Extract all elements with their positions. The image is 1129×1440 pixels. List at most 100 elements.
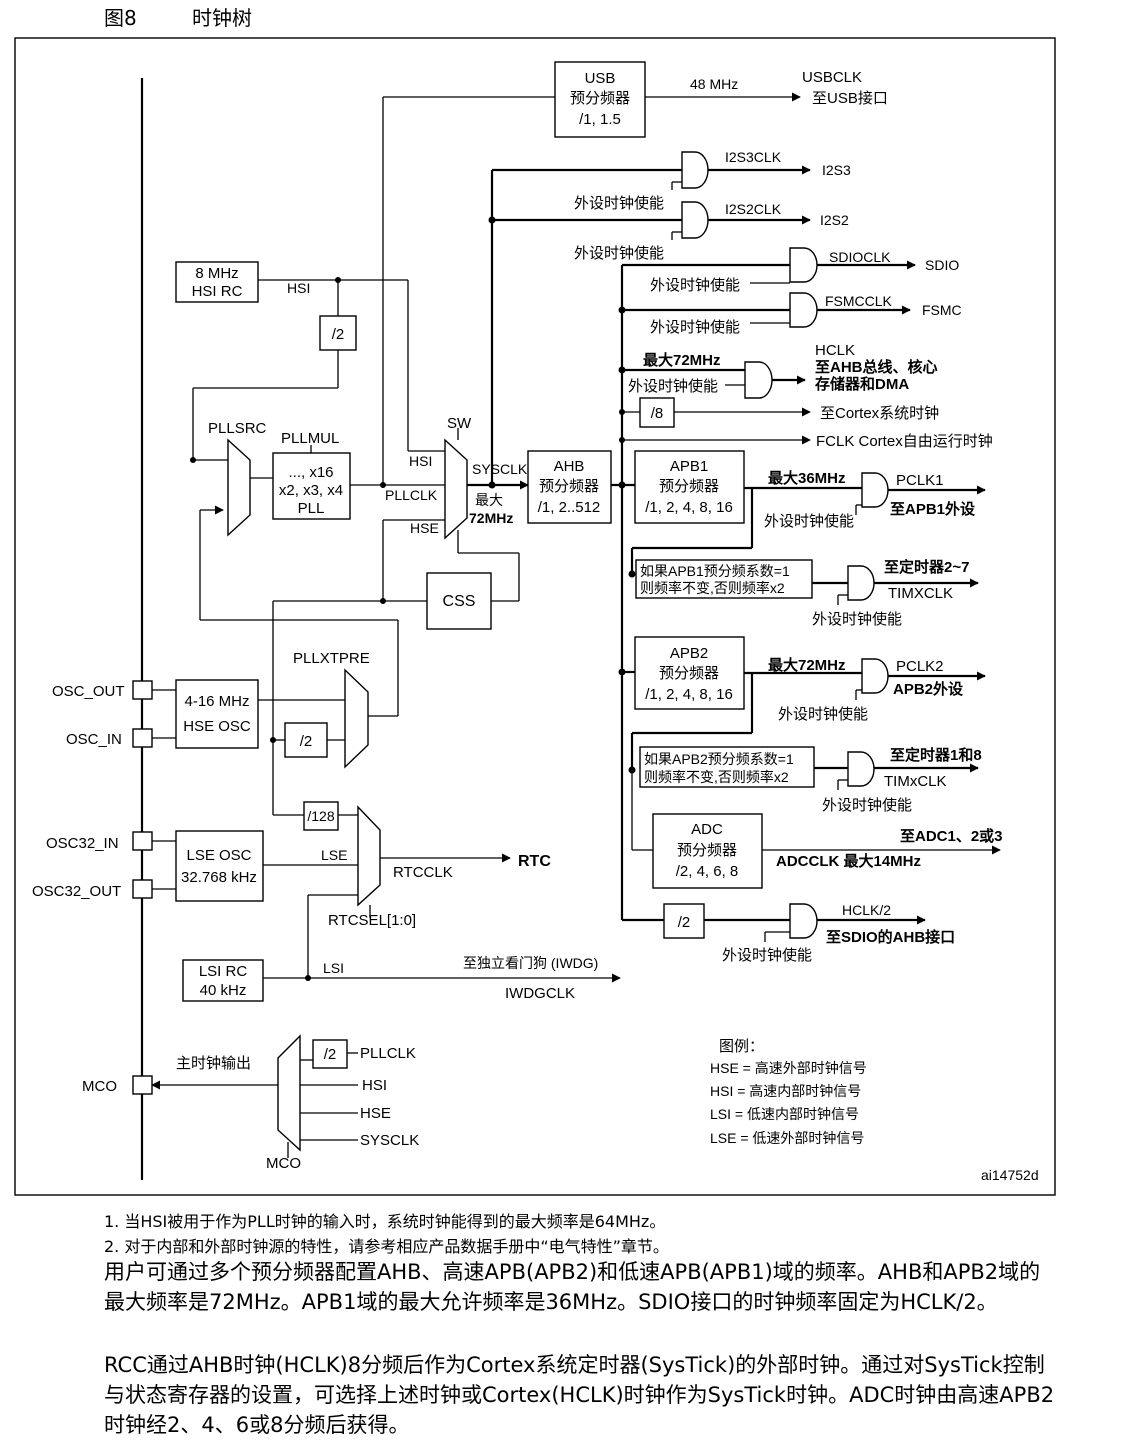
svg-text:HSI: HSI [362,1077,387,1094]
lsi-rc-block: LSI RC 40 kHz LSI 至独立看门狗 (IWDG) IWDGCLK [182,955,598,1002]
svg-text:/2: /2 [300,733,313,750]
svg-text:ADC: ADC [691,821,723,838]
svg-text:FSMCCLK: FSMCCLK [825,293,893,309]
figure-caption: 图8 时钟树 [104,2,252,31]
svg-text:PLLMUL: PLLMUL [281,430,339,447]
and-gates [681,151,889,939]
svg-text:USB: USB [585,70,616,87]
svg-text:OSC32_OUT: OSC32_OUT [32,883,121,900]
svg-text:LSI: LSI [323,960,344,976]
svg-text:外设时钟使能: 外设时钟使能 [628,378,718,395]
svg-text:/1, 2..512: /1, 2..512 [538,499,601,516]
svg-text:/2, 4, 6, 8: /2, 4, 6, 8 [676,863,739,880]
figure-frame [14,37,1056,1196]
figure-title: 时钟树 [192,6,252,30]
svg-text:HCLK: HCLK [815,342,855,359]
css-block: CSS [426,572,492,630]
svg-text:则频率不变,否则频率x2: 则频率不变,否则频率x2 [644,769,789,785]
svg-text:/8: /8 [651,405,664,422]
svg-text:OSC32_IN: OSC32_IN [46,835,119,852]
svg-text:如果APB1预分频系数=1: 如果APB1预分频系数=1 [640,563,790,579]
svg-text:至定时器2~7: 至定时器2~7 [884,558,969,576]
svg-text:HSE: HSE [410,520,439,536]
svg-text:外设时钟使能: 外设时钟使能 [650,277,740,294]
svg-text:RTCCLK: RTCCLK [393,864,453,881]
body-paragraph-2: RCC通过AHB时钟(HCLK)8分频后作为Cortex系统定时器(SysTic… [104,1353,1055,1437]
svg-text:如果APB2预分频系数=1: 如果APB2预分频系数=1 [644,751,794,767]
svg-text:RTC: RTC [518,853,551,870]
svg-text:至USB接口: 至USB接口 [812,90,888,107]
pll-block: ..., x16 x2, x3, x4 PLL PLLMUL [272,430,351,520]
svg-text:4-16 MHz: 4-16 MHz [184,693,249,710]
svg-text:最大: 最大 [475,492,503,508]
svg-text:TIMXCLK: TIMXCLK [888,585,953,602]
svg-text:/1, 2, 4, 8, 16: /1, 2, 4, 8, 16 [645,499,733,516]
wires [151,92,1001,1158]
svg-text:AHB: AHB [554,458,585,475]
figure-number: 图8 [104,6,137,30]
svg-text:LSE = 低速外部时钟信号: LSE = 低速外部时钟信号 [710,1130,864,1146]
hsi-rc-block: 8 MHz HSI RC [175,261,259,303]
svg-text:I2S2CLK: I2S2CLK [725,201,782,217]
svg-text:外设时钟使能: 外设时钟使能 [778,706,868,723]
svg-text:SYSCLK: SYSCLK [472,461,528,477]
svg-text:I2S2: I2S2 [820,212,849,228]
apb2-timer-note: 如果APB2预分频系数=1 则频率不变,否则频率x2 [639,746,815,788]
svg-text:HSE = 高速外部时钟信号: HSE = 高速外部时钟信号 [710,1060,867,1076]
svg-text:FSMC: FSMC [922,302,962,318]
svg-text:外设时钟使能: 外设时钟使能 [650,319,740,336]
svg-text:外设时钟使能: 外设时钟使能 [812,611,902,628]
svg-text:48 MHz: 48 MHz [690,76,738,92]
svg-text:HCLK/2: HCLK/2 [842,902,891,918]
svg-text:OSC_IN: OSC_IN [66,731,122,748]
sw-mux: SW HSI PLLCLK HSE SYSCLK 最大 72MHz [385,415,528,540]
apb1-timer-note: 如果APB1预分频系数=1 则频率不变,否则频率x2 [635,559,813,599]
junction-dots [190,216,636,981]
footnote-1: 1. 当HSI被用于作为PLL时钟的输入时，系统时钟能得到的最大频率是64MHz… [104,1212,666,1231]
hclk-div2-block: /2 [663,903,705,939]
ahb-prescaler-block: AHB 预分频器 /1, 2..512 [527,450,612,524]
svg-text:I2S3CLK: I2S3CLK [725,149,782,165]
svg-text:SDIO: SDIO [925,257,959,273]
apb1-prescaler-block: APB1 预分频器 /1, 2, 4, 8, 16 [634,450,745,524]
svg-text:/2: /2 [324,1046,337,1063]
pllxtpre-mux: PLLXTPRE [293,650,370,769]
oscillator-pins: OSC_OUT OSC_IN OSC32_IN OSC32_OUT MCO [32,680,153,1095]
svg-text:RTCSEL[1:0]: RTCSEL[1:0] [328,912,416,929]
svg-text:APB1: APB1 [670,458,708,475]
svg-text:外设时钟使能: 外设时钟使能 [764,513,854,530]
apb2-prescaler-block: APB2 预分频器 /1, 2, 4, 8, 16 [634,636,745,710]
svg-text:/1, 1.5: /1, 1.5 [579,111,621,128]
svg-text:/1, 2, 4, 8, 16: /1, 2, 4, 8, 16 [645,686,733,703]
svg-text:MCO: MCO [266,1155,301,1172]
svg-text:/2: /2 [678,914,691,931]
svg-text:ADCCLK 最大14MHz: ADCCLK 最大14MHz [776,852,921,870]
pllsrc-mux: PLLSRC [208,420,267,537]
svg-text:PLLSRC: PLLSRC [208,420,267,437]
svg-text:PLLXTPRE: PLLXTPRE [293,650,370,667]
svg-text:至ADC1、2或3: 至ADC1、2或3 [900,827,1003,845]
svg-text:SDIOCLK: SDIOCLK [829,249,891,265]
mco-mux: /2 PLLCLK HSI HSE SYSCLK MCO 主时钟输出 [176,1034,419,1172]
usb-prescaler-block: USB 预分频器 /1, 1.5 [554,61,646,138]
svg-text:至独立看门狗 (IWDG): 至独立看门狗 (IWDG) [463,955,598,971]
svg-text:预分频器: 预分频器 [677,842,737,859]
lse-osc-block: LSE OSC 32.768 kHz [175,830,264,902]
svg-text:40 kHz: 40 kHz [200,982,247,999]
svg-text:PLL: PLL [298,500,325,517]
svg-text:72MHz: 72MHz [469,510,513,526]
svg-text:至APB1外设: 至APB1外设 [890,500,975,518]
hse-div2-block: /2 [284,722,328,758]
svg-text:SW: SW [447,415,472,432]
svg-text:APB2外设: APB2外设 [893,680,963,698]
svg-text:图例：: 图例： [719,1038,764,1055]
svg-text:LSI RC: LSI RC [199,963,248,980]
svg-text:预分频器: 预分频器 [659,478,719,495]
svg-text:外设时钟使能: 外设时钟使能 [574,195,664,212]
svg-text:预分频器: 预分频器 [570,90,630,107]
svg-text:HSI: HSI [409,453,432,469]
svg-text:最大36MHz: 最大36MHz [768,469,846,487]
signal-labels: HSI 48 MHz USBCLK 至USB接口 I2S3CLK I2S3 外设… [287,69,1003,964]
svg-text:则频率不变,否则频率x2: 则频率不变,否则频率x2 [640,580,785,596]
svg-text:主时钟输出: 主时钟输出 [176,1055,251,1072]
